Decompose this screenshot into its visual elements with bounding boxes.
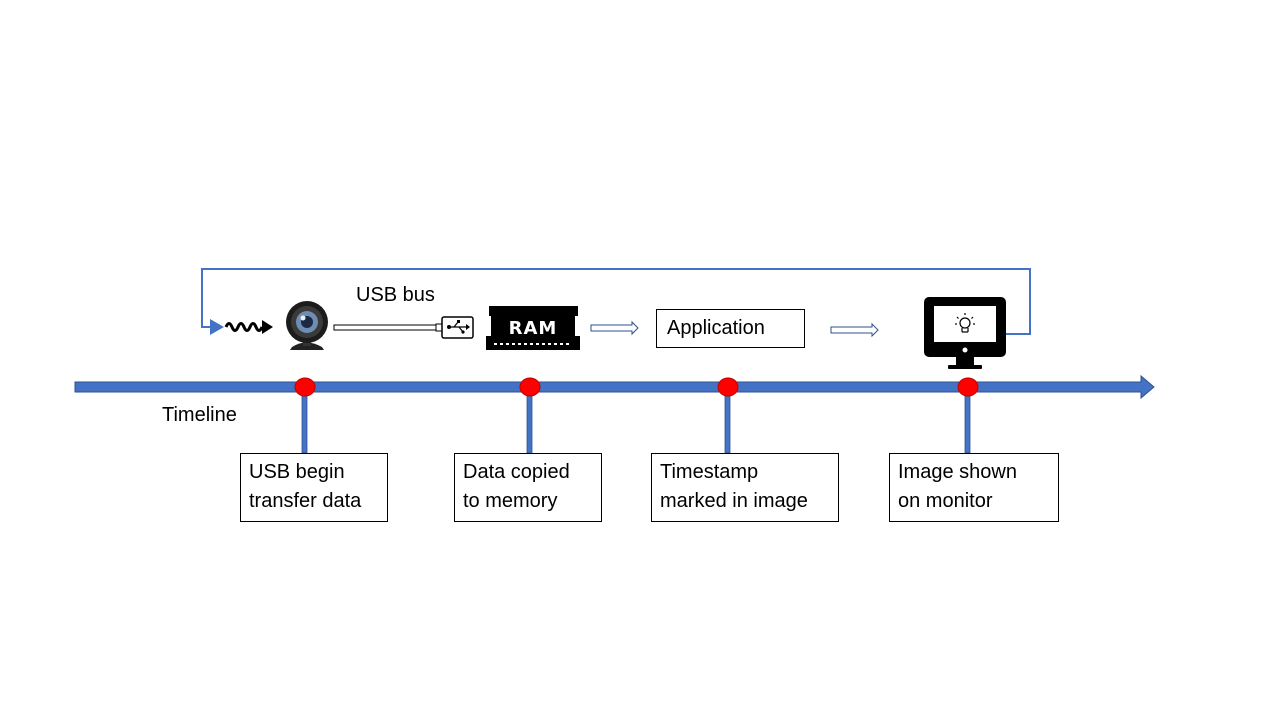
marker-4 [957,377,979,397]
monitor-icon [924,297,1006,369]
lightbulb-icon [955,313,975,333]
event-box-2: Data copied to memory [454,453,602,522]
usb-plug-icon [441,316,474,339]
connector-3 [724,389,731,454]
application-box: Application [656,309,805,348]
timeline-label: Timeline [162,404,237,426]
feedback-loop-line [201,268,1031,335]
arrow-to-monitor [830,322,879,338]
event-box-1: USB begin transfer data [240,453,388,522]
ram-icon: RAM [486,306,580,350]
usb-cable [333,323,443,332]
connector-4 [964,389,971,454]
webcam-icon [286,301,328,350]
marker-1 [294,377,316,397]
event-box-3: Timestamp marked in image [651,453,839,522]
ram-label: RAM [509,318,558,339]
wave-icon [224,320,273,334]
marker-3 [717,377,739,397]
event-box-4: Image shown on monitor [889,453,1059,522]
arrow-to-application [590,320,639,336]
timeline-arrow [74,374,1155,400]
event-markers [294,377,979,397]
connector-2 [526,389,533,454]
marker-2 [519,377,541,397]
connector-1 [301,389,308,454]
event-connectors [301,389,971,454]
usb-bus-label: USB bus [356,284,435,306]
